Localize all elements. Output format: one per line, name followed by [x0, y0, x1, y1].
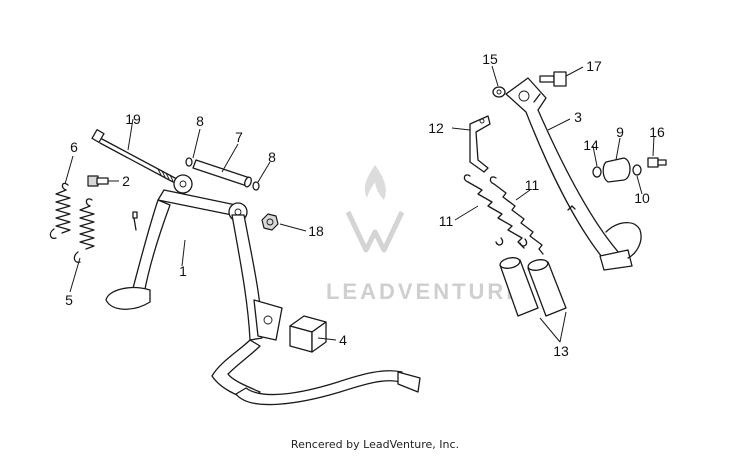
watermark-text: LEADVENTURE — [326, 279, 524, 304]
callout-17: 17 — [586, 58, 602, 74]
callout-5: 5 — [65, 292, 73, 308]
callout-7: 7 — [235, 129, 243, 145]
part-17-bolt — [539, 71, 567, 87]
callout-8-left: 8 — [196, 113, 204, 129]
part-18-nut — [261, 213, 279, 231]
callout-16: 16 — [649, 124, 665, 140]
callout-10: 10 — [634, 190, 650, 206]
callout-14: 14 — [583, 137, 599, 153]
callout-9: 9 — [616, 124, 624, 140]
part-19-bolt — [91, 129, 176, 183]
callout-12: 12 — [428, 120, 444, 136]
callout-13: 13 — [553, 343, 569, 359]
part-4-rubber-block — [289, 315, 327, 353]
callout-11-left: 11 — [439, 213, 454, 229]
part-13-sleeves — [499, 257, 567, 317]
callout-19: 19 — [125, 111, 141, 127]
part-7-pin — [192, 159, 252, 188]
callout-18: 18 — [308, 223, 324, 239]
callout-15: 15 — [482, 51, 498, 67]
part-2-screw — [87, 175, 109, 187]
callout-11-right: 11 — [525, 177, 540, 193]
leader-lines — [64, 65, 655, 343]
part-16-bolt — [647, 157, 667, 168]
part-8-washer-left — [185, 157, 193, 167]
callout-2: 2 — [122, 173, 130, 189]
part-14-washer — [592, 166, 602, 178]
part-3-side-stand — [505, 77, 642, 271]
part-15-washer — [492, 86, 506, 98]
leadventure-watermark: LEADVENTURE — [326, 165, 524, 304]
callout-labels: 1 2 3 4 5 6 7 8 8 9 10 11 11 12 13 14 15… — [65, 51, 665, 359]
callout-6: 6 — [70, 139, 78, 155]
callout-1: 1 — [179, 263, 187, 279]
part-9-rubber-stop — [602, 157, 631, 183]
part-1-center-stand — [105, 174, 421, 406]
part-8-washer-right — [252, 181, 260, 191]
part-5-spring — [73, 198, 95, 263]
part-10-washer — [632, 164, 642, 176]
part-6-spring — [49, 182, 71, 239]
callout-4: 4 — [339, 332, 347, 348]
part-12-bracket — [469, 115, 491, 173]
part-11-spring-left — [463, 174, 525, 249]
callout-8-right: 8 — [268, 149, 276, 165]
callout-3: 3 — [574, 109, 582, 125]
footer-credit: Rencered by LeadVenture, Inc. — [290, 438, 460, 451]
part-11-spring-right — [489, 176, 544, 255]
